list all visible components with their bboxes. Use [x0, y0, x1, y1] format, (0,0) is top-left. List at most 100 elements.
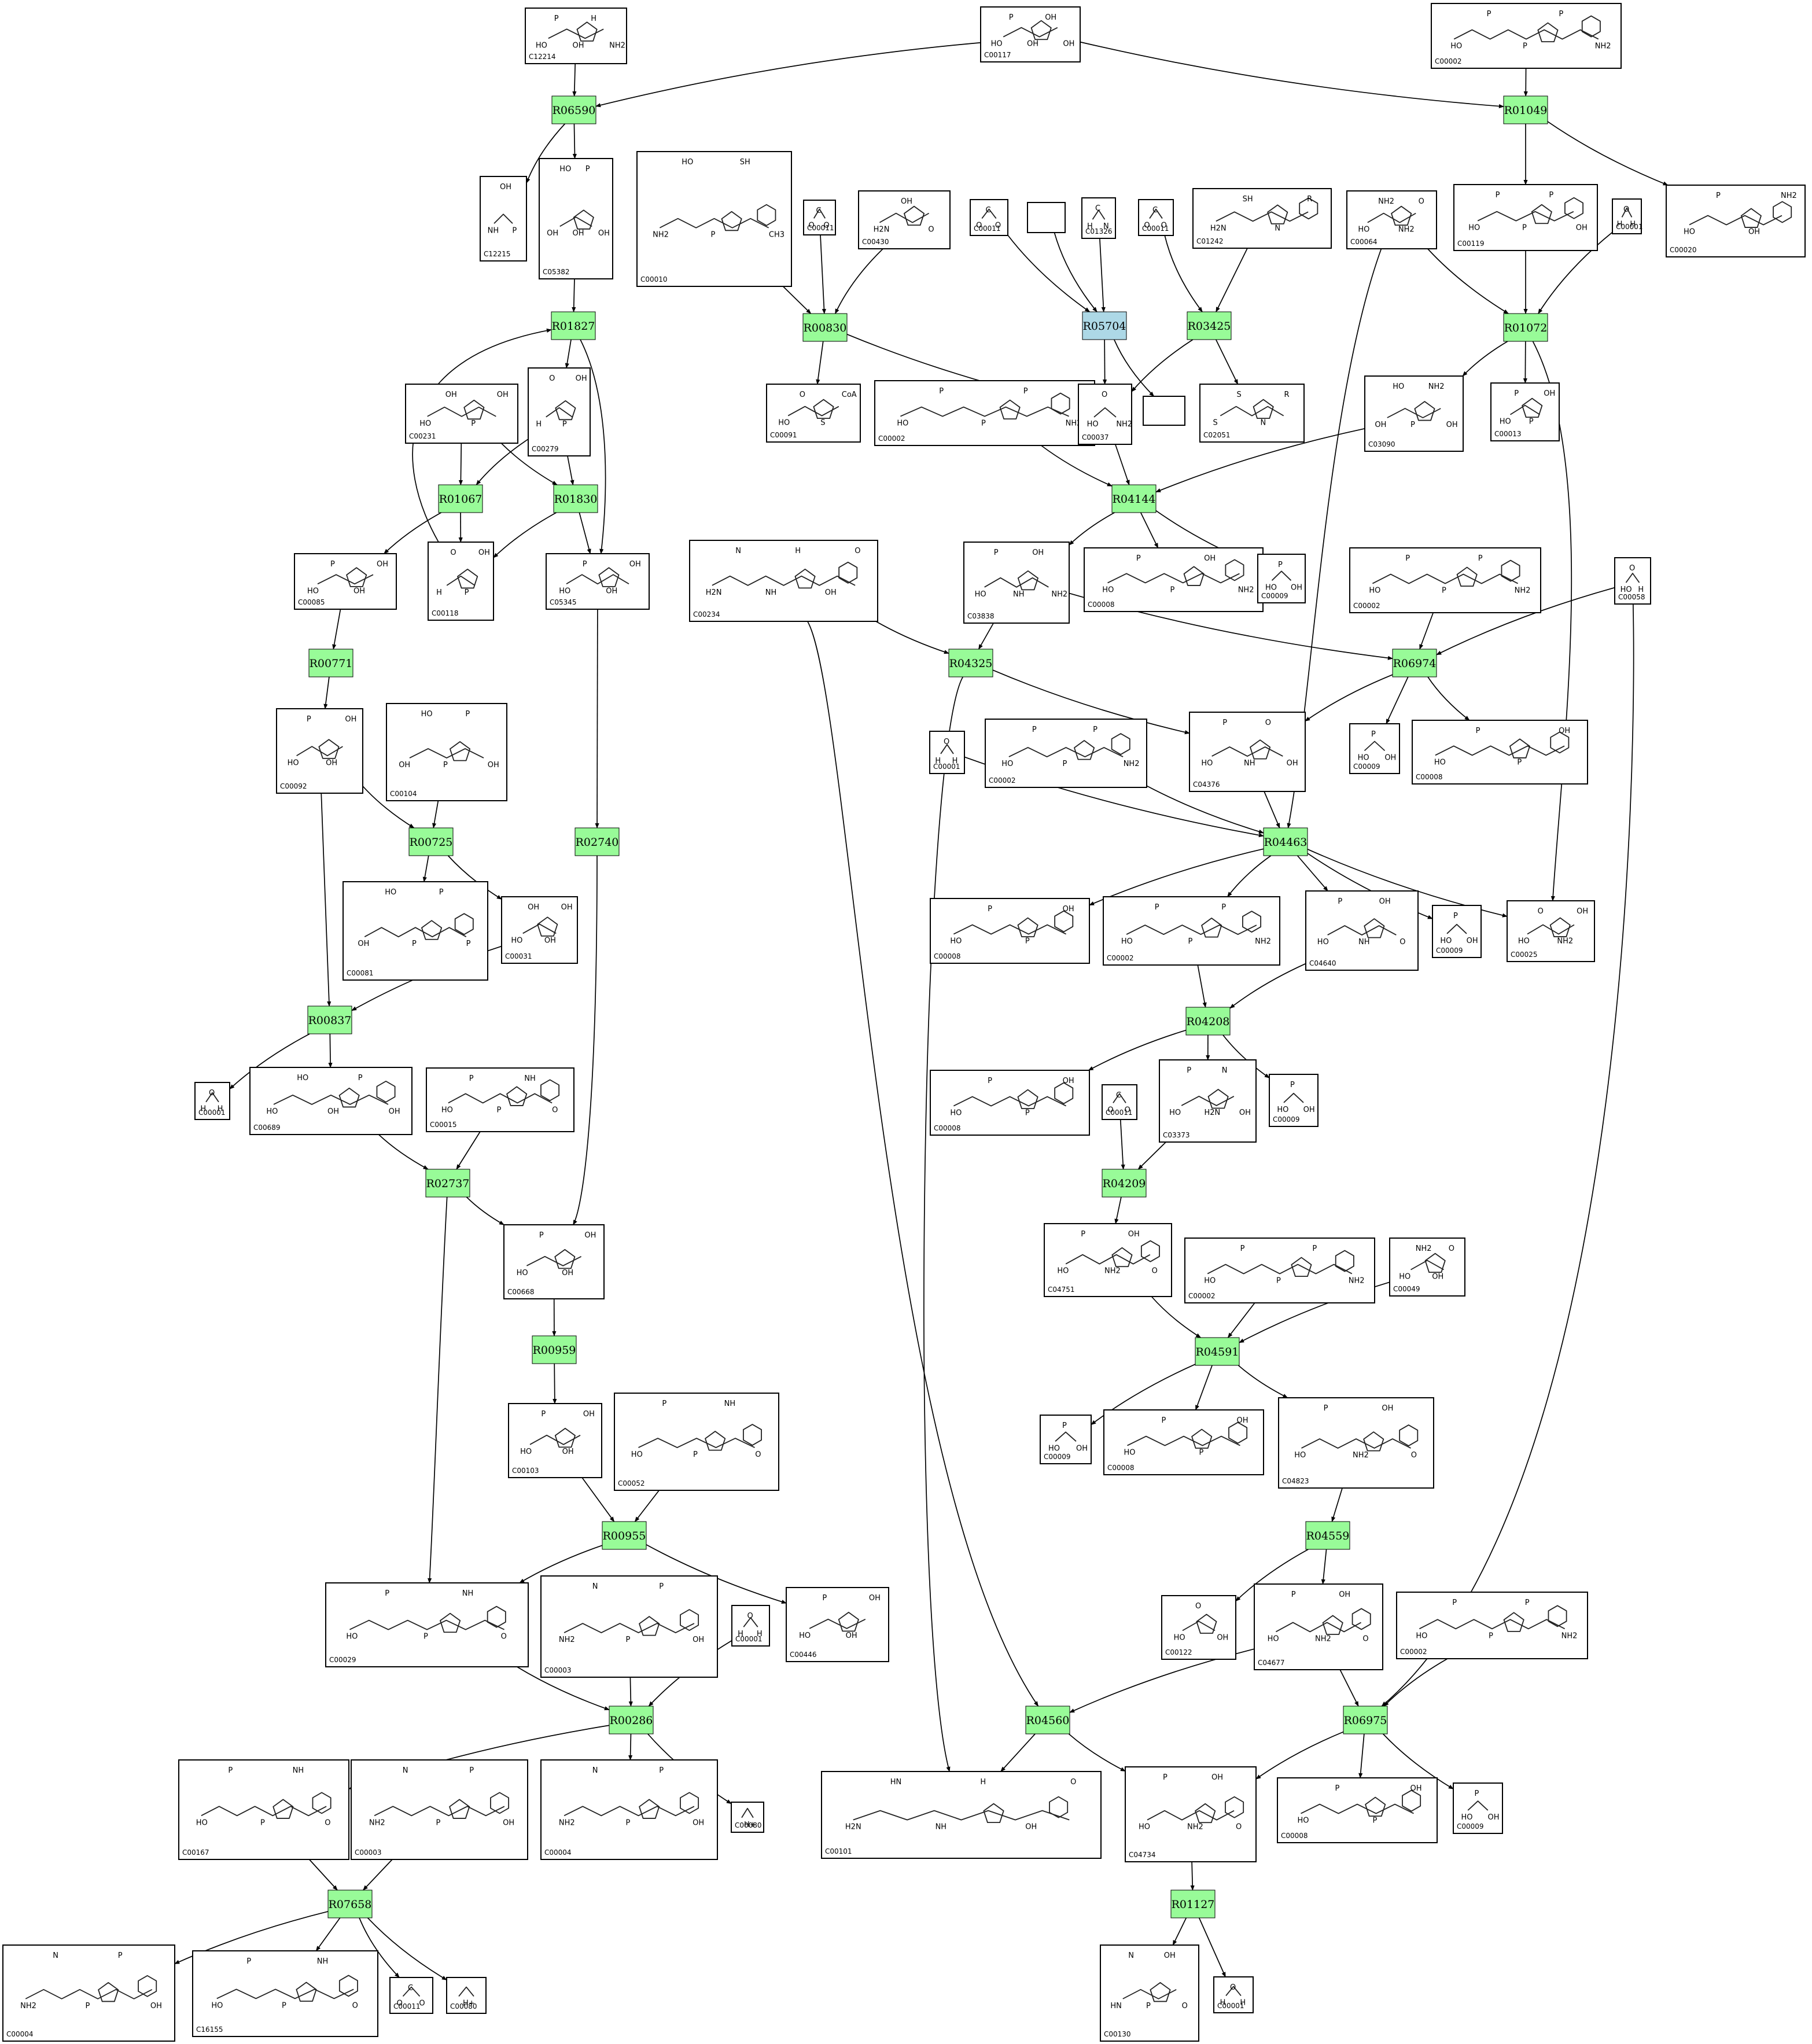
reaction-node-r04144[interactable]: R04144 [1111, 484, 1157, 513]
compound-node[interactable]: H+C00080 [446, 1977, 487, 2014]
reaction-node-r04208[interactable]: R04208 [1185, 1007, 1231, 1036]
reaction-node-r04559[interactable]: R04559 [1305, 1521, 1350, 1550]
reaction-node-r04325[interactable]: R04325 [948, 649, 993, 677]
reaction-node-r00955[interactable]: R00955 [602, 1521, 647, 1550]
reaction-node-r01827[interactable]: R01827 [551, 311, 596, 340]
reaction-node-r01830[interactable]: R01830 [553, 484, 598, 513]
reaction-node-r00286[interactable]: R00286 [609, 1706, 654, 1734]
reaction-node-r04560[interactable]: R04560 [1025, 1706, 1070, 1734]
reaction-node-r04591[interactable]: R04591 [1195, 1337, 1240, 1366]
reaction-node-r00830[interactable]: R00830 [802, 313, 848, 342]
compound-node[interactable]: H+C00080 [731, 1802, 764, 1833]
reaction-node-r01072[interactable]: R01072 [1503, 313, 1548, 342]
reaction-node-r05704[interactable]: R05704 [1082, 311, 1127, 340]
reaction-node-r03425[interactable]: R03425 [1187, 311, 1232, 340]
reaction-node-r06974[interactable]: R06974 [1392, 649, 1437, 677]
reaction-node-r04209[interactable]: R04209 [1102, 1169, 1147, 1198]
reaction-node-r01049[interactable]: R01049 [1503, 95, 1548, 124]
reaction-node-r01067[interactable]: R01067 [438, 484, 483, 513]
compound-node[interactable] [1027, 202, 1066, 233]
reaction-node-r01127[interactable]: R01127 [1170, 1890, 1216, 1918]
reaction-node-r00959[interactable]: R00959 [532, 1335, 577, 1364]
reaction-node-r04463[interactable]: R04463 [1263, 827, 1308, 856]
reaction-node-r02737[interactable]: R02737 [425, 1169, 470, 1198]
reaction-node-r06590[interactable]: R06590 [551, 95, 596, 124]
